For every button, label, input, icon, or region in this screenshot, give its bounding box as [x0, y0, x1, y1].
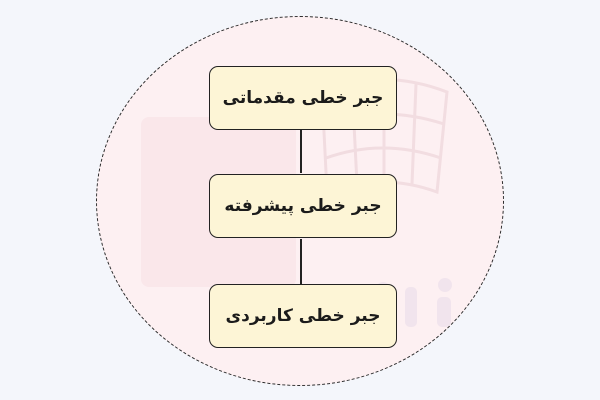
connector-line-2 [300, 239, 302, 284]
node-intro-linear-algebra: جبر خطی مقدماتی [209, 66, 397, 130]
node-advanced-linear-algebra: جبر خطی پیشرفته [209, 174, 397, 238]
connector-line-1 [300, 130, 302, 173]
node-label: جبر خطی پیشرفته [224, 196, 382, 216]
node-label: جبر خطی مقدماتی [222, 88, 384, 108]
node-label: جبر خطی کاربردی [225, 306, 381, 326]
node-applied-linear-algebra: جبر خطی کاربردی [209, 284, 397, 348]
